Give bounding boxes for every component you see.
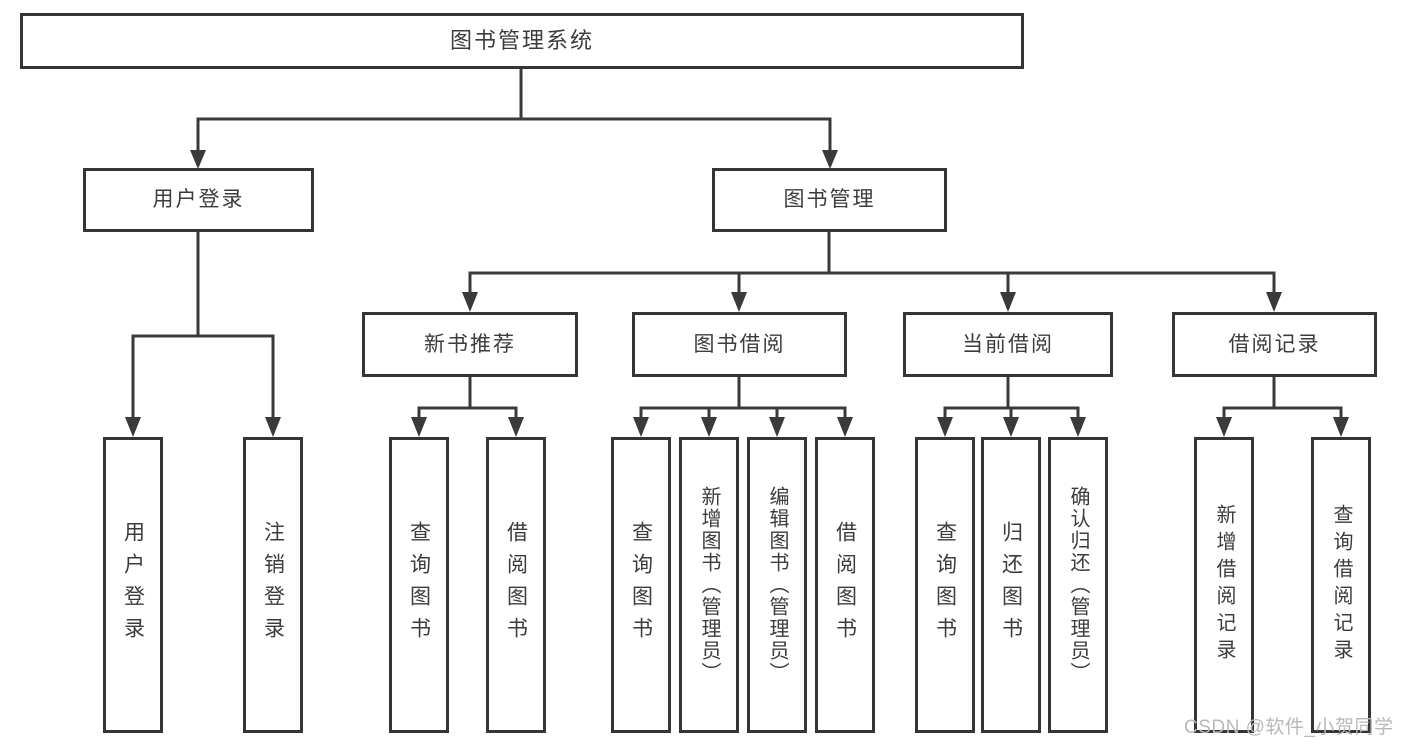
leaf-confirm-return-admin: 确认归还（管理员） xyxy=(1048,437,1108,733)
node-borrow-records: 借阅记录 xyxy=(1172,312,1377,377)
connector-new-book-recommend-to-leaves xyxy=(411,377,524,437)
connector-current-borrow-to-leaves xyxy=(937,377,1086,437)
connector-root-to-level2 xyxy=(190,69,838,169)
node-book-management: 图书管理 xyxy=(712,168,947,232)
leaf-add-book-admin: 新增图书（管理员） xyxy=(679,437,739,733)
node-root: 图书管理系统 xyxy=(20,13,1024,69)
connector-borrow-records-to-leaves xyxy=(1216,377,1349,437)
leaf-return-book: 归还图书 xyxy=(981,437,1041,733)
connector-user-login-to-leaves xyxy=(125,232,281,437)
leaf-query-books-recommend: 查询图书 xyxy=(389,437,449,733)
leaf-logout: 注销登录 xyxy=(243,437,303,733)
leaf-borrow-books-2: 借阅图书 xyxy=(815,437,875,733)
node-user-login: 用户登录 xyxy=(83,168,314,232)
node-new-book-recommend: 新书推荐 xyxy=(362,312,578,377)
leaf-user-login: 用户登录 xyxy=(103,437,163,733)
leaf-query-books-current: 查询图书 xyxy=(915,437,975,733)
leaf-query-borrow-record: 查询借阅记录 xyxy=(1311,437,1371,733)
leaf-borrow-books-recommend: 借阅图书 xyxy=(486,437,546,733)
connector-book-borrow-to-leaves xyxy=(633,377,853,437)
leaf-edit-book-admin: 编辑图书（管理员） xyxy=(747,437,807,733)
watermark-text: CSDN @软件_小贺同学 xyxy=(1184,717,1394,738)
node-current-borrow: 当前借阅 xyxy=(903,312,1113,377)
node-book-borrow: 图书借阅 xyxy=(632,312,847,377)
leaf-add-borrow-record: 新增借阅记录 xyxy=(1194,437,1254,733)
leaf-query-books-borrow: 查询图书 xyxy=(611,437,671,733)
connector-book-management-to-level3 xyxy=(462,232,1282,312)
